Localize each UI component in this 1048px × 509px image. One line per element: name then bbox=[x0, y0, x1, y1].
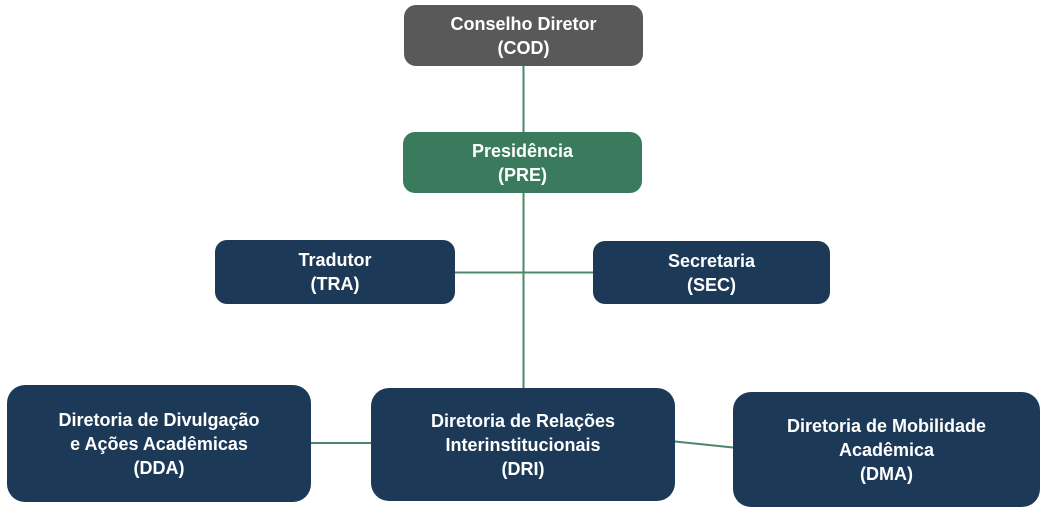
node-code: (COD) bbox=[497, 37, 550, 58]
node-title: Diretoria de Mobilidade Acadêmica bbox=[786, 415, 987, 460]
node-title: Conselho Diretor bbox=[450, 13, 597, 34]
connector-dri-dma bbox=[674, 440, 734, 449]
node-code: (SEC) bbox=[687, 274, 736, 295]
node-code: (DMA) bbox=[860, 463, 913, 484]
node-title: Diretoria de Relações Interinstitucionai… bbox=[430, 410, 616, 455]
org-node-tra: Tradutor (TRA) bbox=[215, 240, 455, 304]
node-code: (DRI) bbox=[501, 458, 545, 479]
org-node-dda: Diretoria de Divulgação e Ações Acadêmic… bbox=[7, 385, 311, 502]
org-node-sec: Secretaria (SEC) bbox=[593, 241, 830, 304]
node-title: Diretoria de Divulgação e Ações Acadêmic… bbox=[58, 409, 260, 454]
org-node-pre: Presidência (PRE) bbox=[403, 132, 642, 193]
node-title: Tradutor bbox=[298, 250, 372, 270]
org-node-dri: Diretoria de Relações Interinstitucionai… bbox=[371, 388, 675, 501]
node-code: (DDA) bbox=[133, 457, 185, 478]
node-title: Secretaria bbox=[667, 250, 756, 271]
node-code: (PRE) bbox=[498, 164, 547, 185]
node-title: Presidência bbox=[471, 140, 574, 161]
org-node-cod: Conselho Diretor (COD) bbox=[404, 5, 643, 66]
node-code: (TRA) bbox=[310, 274, 360, 294]
org-node-dma: Diretoria de Mobilidade Acadêmica (DMA) bbox=[733, 392, 1040, 507]
